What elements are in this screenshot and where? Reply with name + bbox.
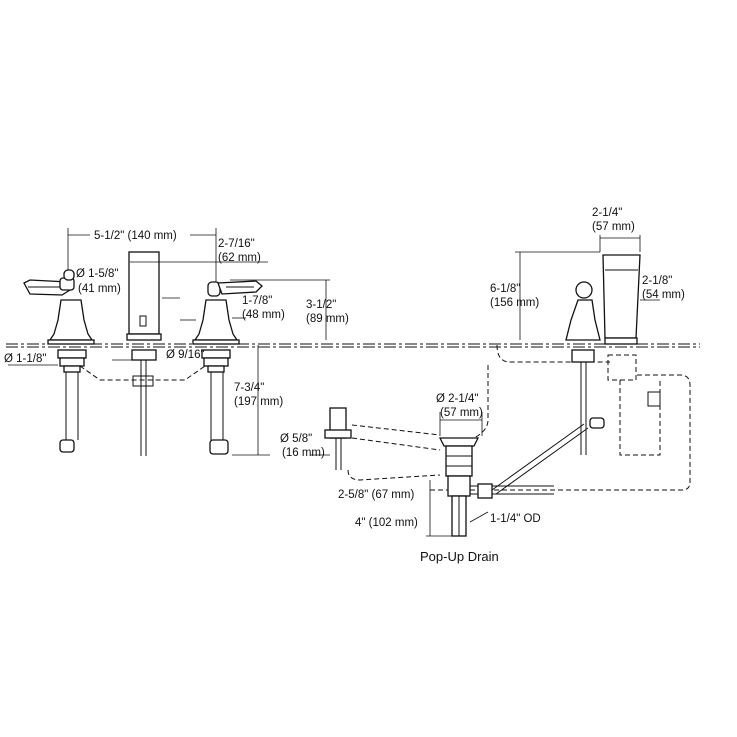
right-view-faucet — [430, 254, 691, 491]
label-outlet: 1-1/4" OD — [490, 513, 541, 525]
label-handle-spread: 5-1/2" (140 mm) — [94, 230, 177, 242]
label-spout-depth-in: 2-1/8" — [642, 275, 672, 287]
label-shank-length-in: 7-3/4" — [234, 382, 264, 394]
label-flange-dia-in: Ø 1-5/8" — [76, 268, 118, 280]
label-drain-body: 2-5/8" (67 mm) — [338, 489, 414, 501]
label-tailpiece: 4" (102 mm) — [355, 517, 418, 529]
label-above-deck-in: 3-1/2" — [306, 299, 336, 311]
label-handle-height-mm: (48 mm) — [242, 309, 285, 321]
dim-lines-left — [8, 228, 330, 456]
spout — [126, 251, 162, 456]
label-handle-height-in: 1-7/8" — [242, 295, 272, 307]
popup-drain — [324, 407, 589, 537]
label-flange-dia-mm: (41 mm) — [78, 283, 121, 295]
caption-pop-up-drain: Pop-Up Drain — [420, 549, 499, 564]
label-drain-flange-in: Ø 2-1/4" — [436, 393, 478, 405]
label-side-height-in: 6-1/8" — [490, 283, 520, 295]
label-spout-shank-dia: Ø 9/16" — [166, 349, 205, 361]
label-drain-flange-mm: (57 mm) — [440, 407, 483, 419]
left-handle-valve — [23, 269, 95, 453]
label-lift-rod-dia-mm: (16 mm) — [282, 447, 325, 459]
label-spout-height-mm: (62 mm) — [218, 252, 261, 264]
label-spout-depth-mm: (54 mm) — [642, 289, 685, 301]
right-handle-valve — [192, 280, 263, 455]
deck-line — [6, 343, 700, 348]
label-spout-width-mm: (57 mm) — [592, 221, 635, 233]
label-shank-length-mm: (197 mm) — [234, 396, 283, 408]
label-spout-height-in: 2-7/16" — [218, 238, 255, 250]
label-side-height-mm: (156 mm) — [490, 297, 539, 309]
supply-hose-dashed — [79, 365, 206, 381]
label-spout-width-in: 2-1/4" — [592, 207, 622, 219]
dim-lines-right — [310, 235, 660, 537]
label-shank-dia: Ø 1-1/8" — [4, 353, 46, 365]
label-lift-rod-dia-in: Ø 5/8" — [280, 433, 312, 445]
label-above-deck-mm: (89 mm) — [306, 313, 349, 325]
